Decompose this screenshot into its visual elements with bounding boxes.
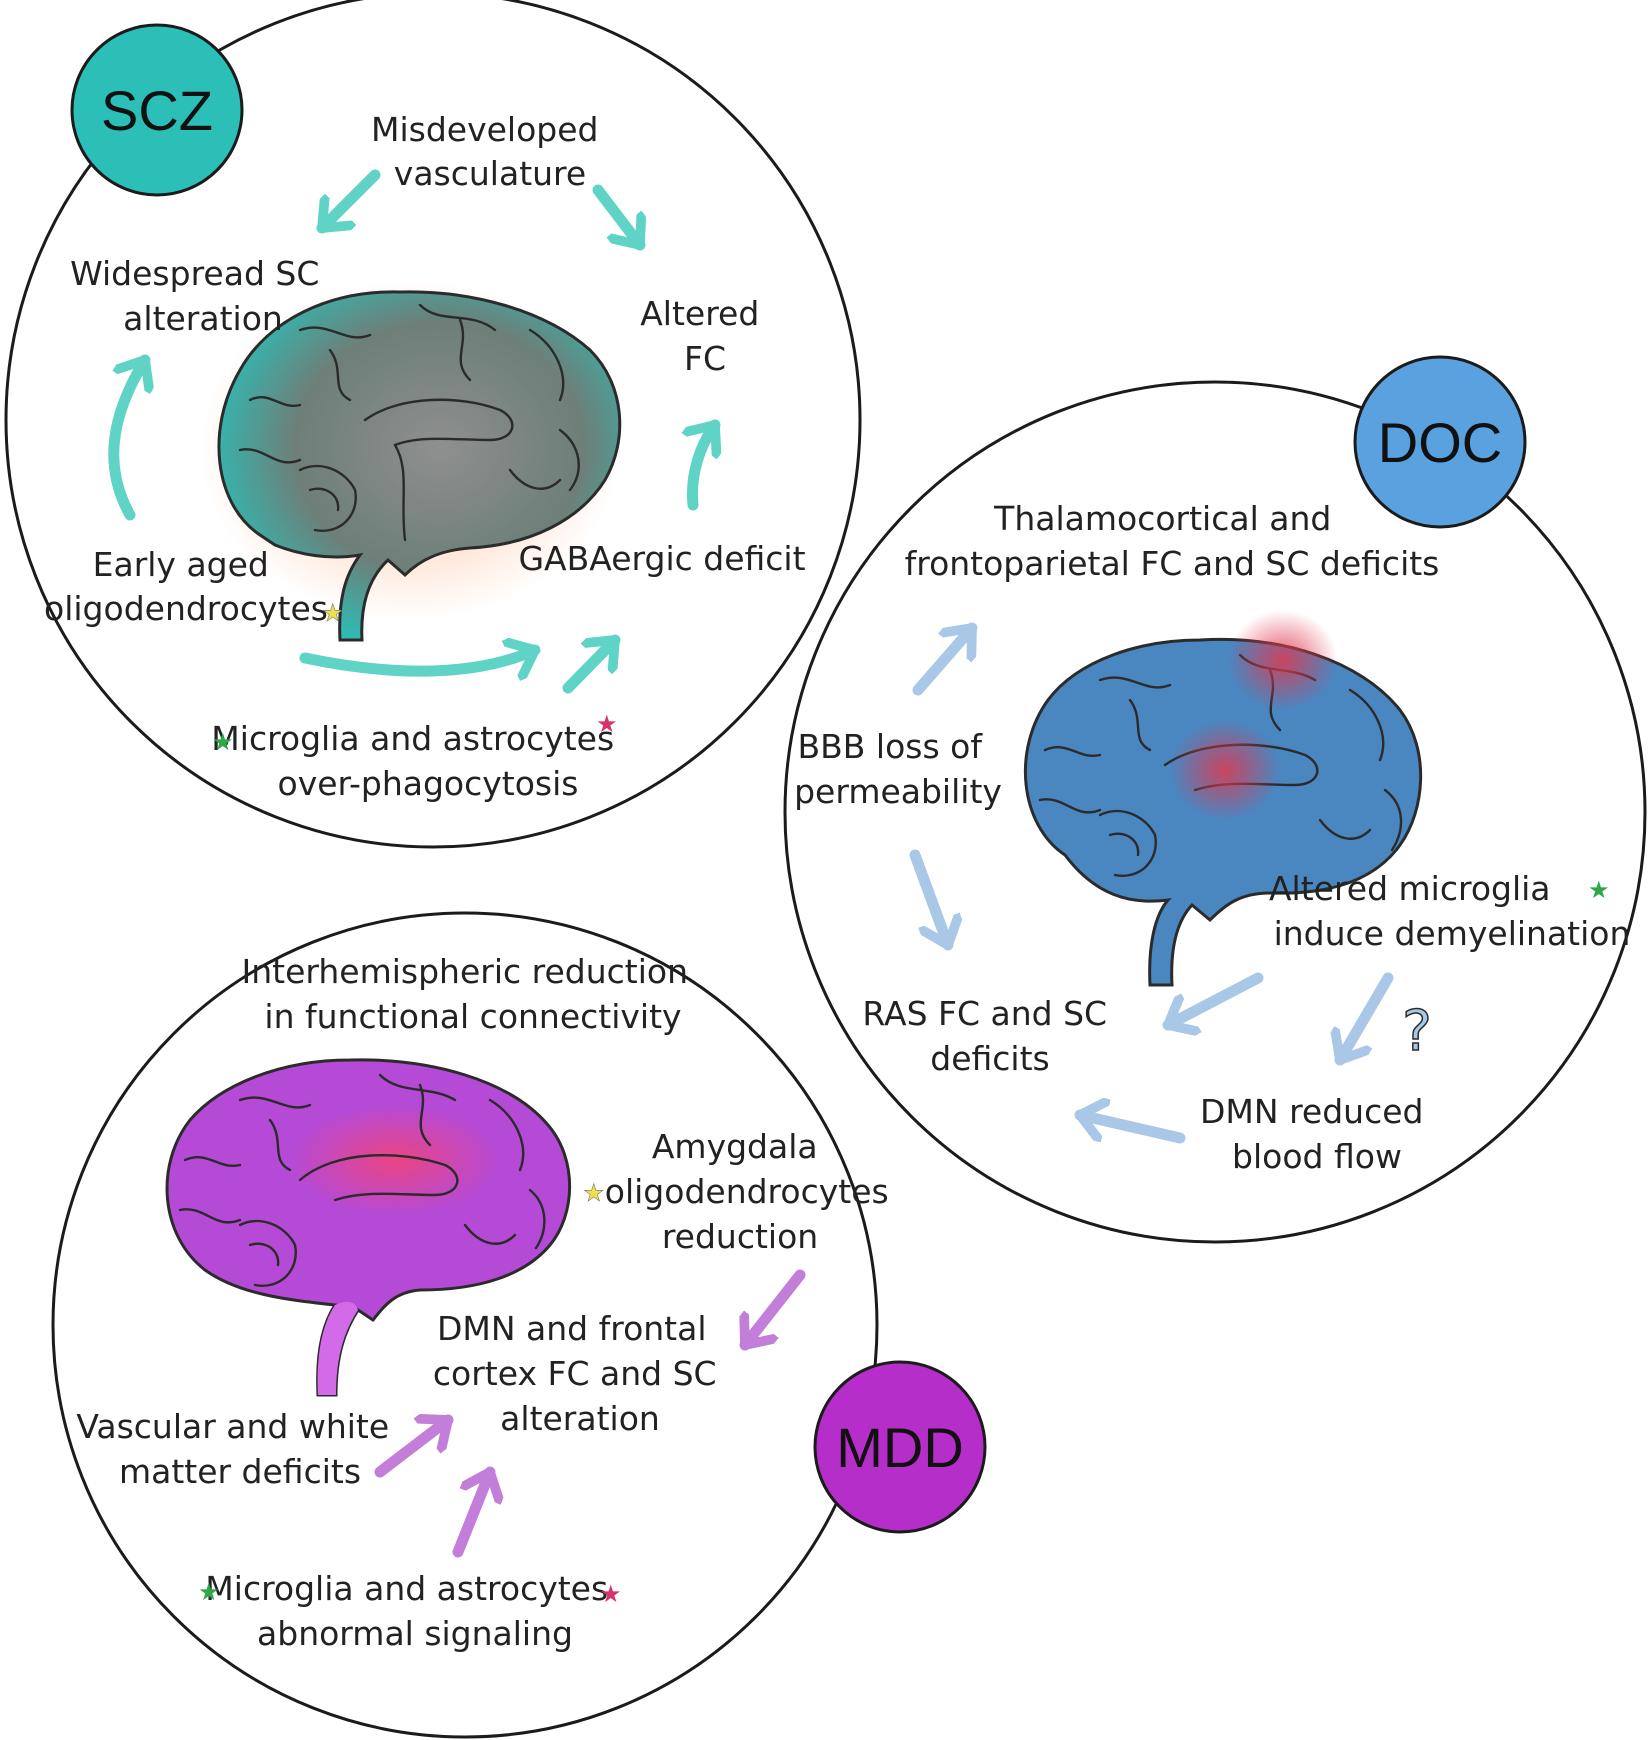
scz-arrow-left-up	[108, 354, 145, 521]
scz-sc-alteration-label: Widespread SC alteration	[70, 254, 330, 338]
scz-early-oligodendrocytes-label: Early aged oligodendrocytes	[44, 545, 328, 628]
scz-arrow-top-left	[316, 169, 381, 234]
doc-arrow-bbb-down	[909, 849, 948, 951]
scz-arrow-right-up	[692, 419, 715, 511]
mdd-pink-star-icon: ★	[600, 1580, 622, 1608]
mdd-arrow-amygdala	[745, 1269, 806, 1351]
doc-badge-label: DOC	[1378, 411, 1502, 474]
scz-arrow-top-right	[592, 184, 640, 251]
scz-arrow-microglia	[562, 634, 621, 694]
mdd-yellow-star-icon: ★	[583, 1179, 605, 1207]
doc-question-mark: ?	[1402, 999, 1432, 1064]
doc-microglia-label: Altered microglia induce demyelination	[1269, 869, 1630, 953]
scz-yellow-star-icon: ★	[322, 599, 344, 627]
scz-brain	[200, 280, 622, 642]
scz-panel: SCZ Misdeveloped vasculature Widespread …	[4, 0, 862, 849]
doc-arrow-bbb-up	[912, 622, 978, 696]
scz-pink-star-icon: ★	[596, 710, 618, 738]
doc-thalamocortical-label: Thalamocortical and frontoparietal FC an…	[905, 499, 1440, 583]
mdd-dmn-frontal-label: DMN and frontal cortex FC and SC alterat…	[433, 1309, 727, 1438]
doc-green-star-icon: ★	[1588, 876, 1610, 904]
scz-microglia-label: Microglia and astrocytes over-phagocytos…	[211, 719, 624, 803]
scz-arrow-bottom-curve	[299, 650, 541, 671]
mdd-panel: MDD Interhemispheric reduction in functi…	[51, 911, 987, 1739]
doc-arrow-microglia-dmn	[1340, 972, 1394, 1066]
mdd-amygdala-label: Amygdala oligodendrocytes reduction	[605, 1127, 899, 1256]
doc-dmn-label: DMN reduced blood flow	[1200, 1092, 1434, 1176]
mdd-badge-label: MDD	[836, 1416, 964, 1479]
scz-badge-label: SCZ	[101, 79, 213, 142]
doc-arrow-microglia-ras	[1162, 972, 1264, 1025]
doc-badge	[1353, 355, 1527, 529]
mdd-interhemispheric-label: Interhemispheric reduction in functional…	[242, 952, 699, 1036]
mdd-microglia-label: Microglia and astrocytes abnormal signal…	[205, 1569, 618, 1653]
scz-badge	[70, 23, 244, 197]
doc-ras-label: RAS FC and SC deficits	[862, 994, 1117, 1078]
doc-bbb-label: BBB loss of permeability	[794, 727, 1002, 811]
mdd-arrow-vascular	[374, 1420, 454, 1478]
mdd-arrow-microglia	[452, 1466, 490, 1558]
doc-panel: DOC Thalamocortical and frontoparietal F…	[783, 355, 1647, 1244]
mdd-brain	[165, 1058, 572, 1397]
mdd-green-star-icon: ★	[198, 1578, 220, 1606]
doc-brain	[1023, 610, 1423, 987]
scz-vasculature-label: Misdeveloped vasculature	[371, 110, 609, 193]
scz-gabaergic-label: GABAergic deficit	[518, 539, 805, 578]
doc-arrow-dmn-ras	[1074, 1115, 1186, 1144]
scz-green-star-icon: ★	[212, 728, 234, 756]
mdd-vascular-label: Vascular and white matter deficits	[76, 1407, 399, 1491]
scz-altered-fc-label: Altered FC	[640, 294, 770, 378]
mdd-badge	[813, 1360, 987, 1534]
doc-frontoparietal-highlight	[1228, 610, 1338, 710]
doc-thalamus-highlight	[1170, 720, 1280, 820]
mdd-dmn-highlight	[290, 1105, 500, 1215]
